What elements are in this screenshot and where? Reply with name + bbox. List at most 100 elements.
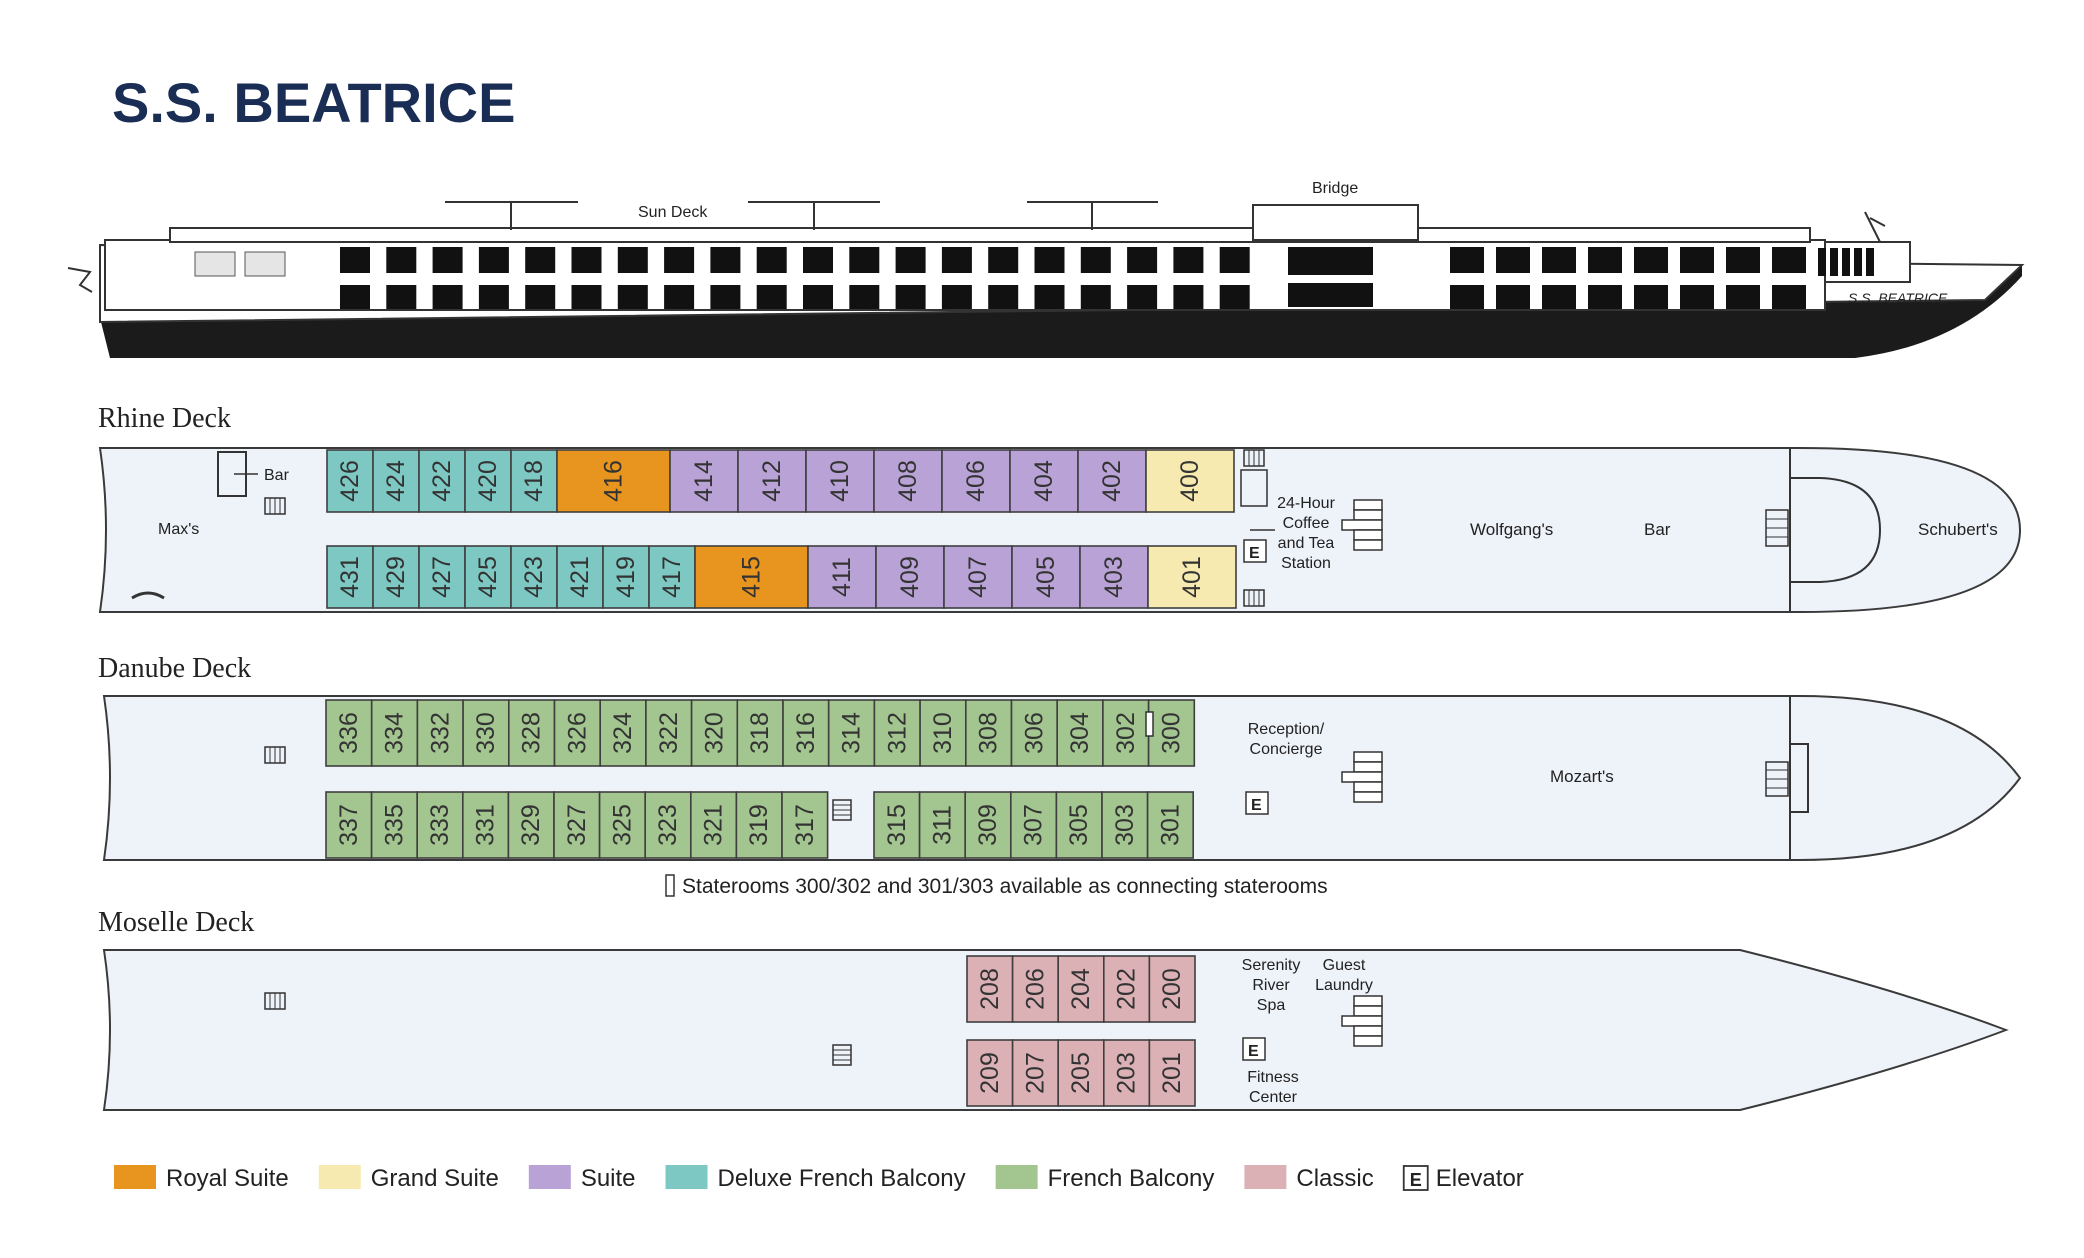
- cabin-box: [689, 791, 738, 859]
- window: [571, 285, 602, 309]
- cabin-box: [964, 699, 1013, 767]
- legend-item-classic: Classic: [1244, 1165, 1374, 1192]
- cabin-box: [648, 545, 696, 609]
- cabin-311: 311: [918, 791, 966, 859]
- cabin-416: 416: [556, 449, 671, 513]
- bow-lounge-arc: [1790, 477, 1882, 583]
- window: [478, 247, 509, 273]
- cabin-number: 418: [520, 460, 548, 502]
- cabin-431: 431: [326, 545, 374, 609]
- elevator-icon: [1402, 1165, 1429, 1191]
- cabin-box: [1102, 699, 1150, 767]
- cabin-number: 336: [335, 712, 363, 754]
- cabin-box: [805, 449, 875, 513]
- sun-deck-label: Sun Deck: [638, 204, 708, 221]
- legend-swatch: [114, 1165, 156, 1189]
- cabin-315: 315: [873, 791, 921, 859]
- cabin-337: 337: [325, 791, 373, 859]
- window: [756, 247, 787, 273]
- window: [756, 285, 787, 309]
- cabin-number: 301: [1156, 804, 1184, 846]
- cabin-406: 406: [941, 449, 1011, 513]
- cabin-number: 411: [828, 557, 856, 597]
- window: [849, 285, 880, 309]
- bridge-structure: [1252, 204, 1419, 241]
- window: [1588, 247, 1622, 273]
- window: [849, 247, 880, 273]
- window: [664, 247, 695, 273]
- cabin-number: 405: [1032, 556, 1060, 598]
- cabin-number: 316: [792, 712, 820, 754]
- cabin-number: 335: [380, 804, 408, 846]
- cabin-405: 405: [1011, 545, 1081, 609]
- cabin-309: 309: [964, 791, 1012, 859]
- coffee-line-4: Station: [1281, 555, 1331, 572]
- window: [710, 247, 741, 273]
- cabin-404: 404: [1009, 449, 1079, 513]
- cabin-box: [507, 699, 556, 767]
- cabin-332: 332: [416, 699, 464, 767]
- cabin-box: [873, 699, 921, 767]
- cabin-box: [1148, 955, 1196, 1023]
- cabin-box: [964, 791, 1012, 859]
- cabin-number: 425: [474, 556, 502, 598]
- cabin-204: 204: [1057, 955, 1105, 1023]
- cabin-410: 410: [805, 449, 875, 513]
- cabin-box: [510, 545, 558, 609]
- cabin-202: 202: [1103, 955, 1151, 1023]
- legend-item-suite: Suite: [528, 1165, 636, 1192]
- cabin-box: [462, 699, 510, 767]
- window: [386, 285, 417, 309]
- cabin-number: 320: [700, 712, 728, 754]
- cabin-box: [1009, 791, 1058, 859]
- cabin-box: [325, 699, 373, 767]
- cabin-box: [1145, 449, 1235, 513]
- cabin-box: [461, 791, 510, 859]
- legend-label: Classic: [1296, 1165, 1373, 1192]
- cabin-box: [966, 955, 1014, 1023]
- cabin-number: 406: [962, 460, 990, 502]
- cabin-box: [690, 699, 739, 767]
- cabin-box: [418, 449, 466, 513]
- laundry-line-2: Laundry: [1315, 977, 1373, 994]
- stairs-icon: [1765, 761, 1789, 797]
- service-room: [1240, 469, 1268, 507]
- cabin-426: 426: [326, 449, 374, 513]
- cabin-418: 418: [510, 449, 558, 513]
- stairs-icon: [264, 992, 286, 1010]
- cabin-number: 200: [1158, 968, 1186, 1010]
- schuberts-label: Schubert's: [1918, 520, 1998, 539]
- cabin-325: 325: [598, 791, 646, 859]
- cabin-number: 426: [336, 460, 364, 502]
- cabin-box: [553, 791, 601, 859]
- cabin-number: 408: [894, 460, 922, 502]
- window: [1034, 285, 1065, 309]
- cabin-number: 429: [382, 556, 410, 598]
- window: [340, 285, 370, 309]
- cabin-207: 207: [1011, 1039, 1059, 1107]
- cabin-box: [807, 545, 877, 609]
- legend-label: Grand Suite: [371, 1165, 499, 1192]
- window: [340, 247, 370, 273]
- coffee-line-2: Coffee: [1283, 515, 1330, 532]
- cabin-number: 206: [1021, 968, 1049, 1010]
- cabin-number: 329: [517, 804, 545, 846]
- cabin-number: 310: [929, 712, 957, 754]
- elevator-icon: [1245, 791, 1269, 815]
- window: [1830, 248, 1838, 276]
- spa-line-3: Spa: [1257, 997, 1286, 1014]
- cabin-336: 336: [325, 699, 373, 767]
- cabin-number: 323: [654, 804, 682, 846]
- cabin-number: 326: [563, 712, 591, 754]
- cabin-number: 204: [1067, 968, 1095, 1010]
- window: [571, 247, 602, 273]
- spa-line-1: Serenity: [1242, 957, 1301, 974]
- cabin-number: 415: [738, 556, 766, 598]
- danube-deck-features: Reception/ Concierge E Mozart's: [264, 696, 1809, 860]
- cabin-412: 412: [737, 449, 807, 513]
- cabin-box: [1011, 545, 1081, 609]
